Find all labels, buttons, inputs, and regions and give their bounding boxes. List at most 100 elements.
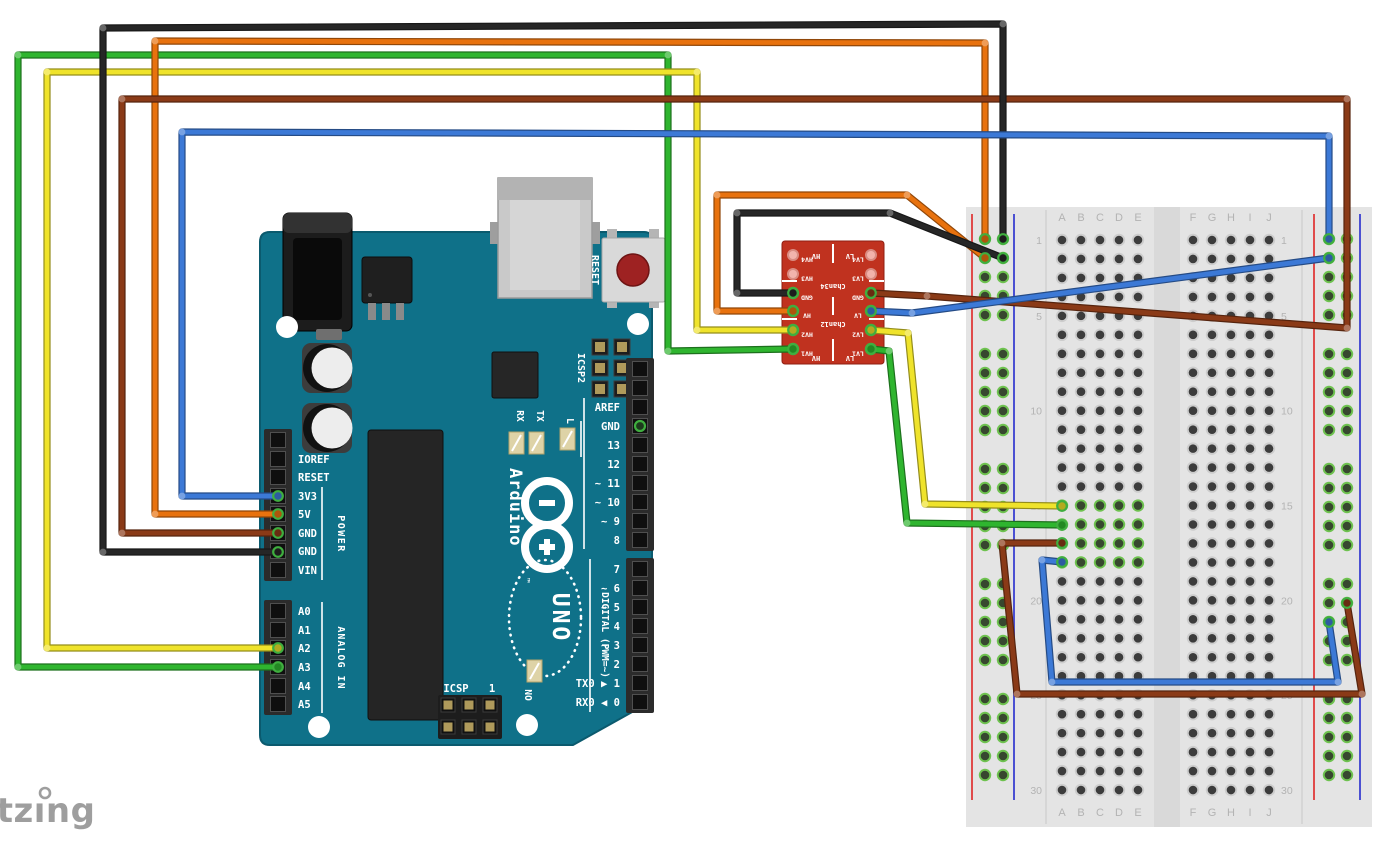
wire-bendpoint[interactable] [999, 20, 1007, 28]
wire-bendpoint[interactable] [981, 39, 989, 47]
reset-button-cap[interactable] [616, 253, 650, 287]
wire-a3-green-connector[interactable] [272, 661, 284, 673]
wire-row17-brown-connector[interactable] [1341, 597, 1353, 609]
wire-hv-orange[interactable] [713, 191, 989, 315]
wire-3v3-blue[interactable] [178, 128, 1333, 500]
pin-socket[interactable] [632, 361, 648, 377]
wire-bendpoint[interactable] [664, 347, 672, 355]
wire-bendpoint[interactable] [903, 519, 911, 527]
wire-bendpoint[interactable] [99, 548, 107, 556]
wire-bendpoint[interactable] [14, 663, 22, 671]
pin-socket[interactable] [270, 562, 286, 578]
wire-row18-blue[interactable] [1038, 556, 1342, 686]
wire-bendpoint[interactable] [923, 292, 931, 300]
wire-bendpoint[interactable] [151, 510, 159, 518]
atmega-chip[interactable] [367, 429, 444, 721]
pin-socket[interactable] [632, 599, 648, 615]
wire-gnd1-brown[interactable] [118, 95, 1351, 537]
wire-3v3-blue-connector[interactable] [1323, 233, 1335, 245]
wire-5v-orange-connector[interactable] [272, 508, 284, 520]
wire-bendpoint[interactable] [903, 191, 911, 199]
wire-bendpoint[interactable] [908, 309, 916, 317]
wire-bendpoint[interactable] [693, 68, 701, 76]
pin-socket[interactable] [270, 432, 286, 448]
wire-bendpoint[interactable] [886, 209, 894, 217]
wire-bendpoint[interactable] [178, 492, 186, 500]
wire-lv-blue-connector[interactable] [865, 305, 877, 317]
wire-lv2-yellow-connector[interactable] [1056, 500, 1068, 512]
wire-bendpoint[interactable] [664, 51, 672, 59]
pin-socket[interactable] [632, 437, 648, 453]
pin-socket[interactable] [270, 622, 286, 638]
wire-bendpoint[interactable] [693, 326, 701, 334]
wire-bendpoint[interactable] [99, 24, 107, 32]
wire-gnd1-brown-connector[interactable] [272, 527, 284, 539]
wire-bendpoint[interactable] [1038, 556, 1046, 564]
pin-socket[interactable] [632, 532, 648, 548]
pin-socket[interactable] [632, 656, 648, 672]
wire-lv-blue[interactable] [867, 254, 1333, 317]
wire-bendpoint[interactable] [43, 68, 51, 76]
wire-bendpoint[interactable] [998, 539, 1006, 547]
pin-socket[interactable] [270, 603, 286, 619]
pin-socket[interactable] [632, 694, 648, 710]
wire-a3-green[interactable] [14, 51, 797, 671]
pin-socket[interactable] [632, 675, 648, 691]
wire-row17-brown-connector[interactable] [1056, 537, 1068, 549]
wire-bendpoint[interactable] [1325, 132, 1333, 140]
wire-bendpoint[interactable] [713, 307, 721, 315]
wire-bendpoint[interactable] [1013, 690, 1021, 698]
wire-bendpoint[interactable] [118, 95, 126, 103]
pin-socket[interactable] [632, 475, 648, 491]
pin-socket[interactable] [632, 561, 648, 577]
wire-gnd2-black[interactable] [99, 20, 1007, 556]
wire-bendpoint[interactable] [151, 37, 159, 45]
wire-bendpoint[interactable] [713, 191, 721, 199]
pin-socket[interactable] [270, 451, 286, 467]
pin-socket[interactable] [632, 637, 648, 653]
wire-hvgnd-black[interactable] [733, 209, 1007, 297]
wire-hvgnd-black-connector[interactable] [787, 287, 799, 299]
pin-socket[interactable] [632, 618, 648, 634]
wire-3v3-blue-connector[interactable] [272, 490, 284, 502]
wire-lv1-green-connector[interactable] [1056, 519, 1068, 531]
pin-socket[interactable] [632, 580, 648, 596]
wire-row17-brown[interactable] [998, 539, 1366, 698]
wire-lv-blue-connector[interactable] [1323, 252, 1335, 264]
wire-bendpoint[interactable] [921, 500, 929, 508]
wire-lv2-yellow[interactable] [867, 326, 1066, 510]
wire-bendpoint[interactable] [43, 644, 51, 652]
wire-hv-orange-connector[interactable] [979, 252, 991, 264]
wire-lv1-green-connector[interactable] [865, 343, 877, 355]
arduino-uno-board[interactable]: RESETICSP2IOREFRESET3V35VGNDGNDVINA0A1A2… [259, 177, 666, 746]
wire-a2-yellow-connector[interactable] [787, 324, 799, 336]
wire-bendpoint[interactable] [1343, 324, 1351, 332]
wire-a2-yellow[interactable] [43, 68, 797, 652]
wire-bendpoint[interactable] [733, 209, 741, 217]
wire-bendpoint[interactable] [118, 529, 126, 537]
wire-a3-green-connector[interactable] [787, 343, 799, 355]
wire-bendpoint[interactable] [885, 347, 893, 355]
wire-bendpoint[interactable] [178, 128, 186, 136]
wire-lv2-yellow-connector[interactable] [865, 324, 877, 336]
pin-socket[interactable] [632, 380, 648, 396]
wire-row18-blue-connector[interactable] [1056, 556, 1068, 568]
wire-hvgnd-black-connector[interactable] [997, 252, 1009, 264]
wire-5v-orange-connector[interactable] [979, 233, 991, 245]
wire-bendpoint[interactable] [1343, 95, 1351, 103]
wire-bendpoint[interactable] [1358, 690, 1366, 698]
pin-socket[interactable] [270, 469, 286, 485]
pin-socket[interactable] [270, 678, 286, 694]
wire-a2-yellow-connector[interactable] [272, 642, 284, 654]
wire-bendpoint[interactable] [904, 329, 912, 337]
pin-socket[interactable] [632, 456, 648, 472]
wire-bendpoint[interactable] [733, 289, 741, 297]
wire-bendpoint[interactable] [1048, 678, 1056, 686]
wire-bendpoint[interactable] [1334, 678, 1342, 686]
pin-socket[interactable] [632, 513, 648, 529]
wire-gnd2-black-connector[interactable] [997, 233, 1009, 245]
pin-socket[interactable] [270, 696, 286, 712]
wire-lv1-green[interactable] [867, 345, 1066, 529]
wire-5v-orange[interactable] [151, 37, 989, 518]
pin-socket[interactable] [632, 494, 648, 510]
